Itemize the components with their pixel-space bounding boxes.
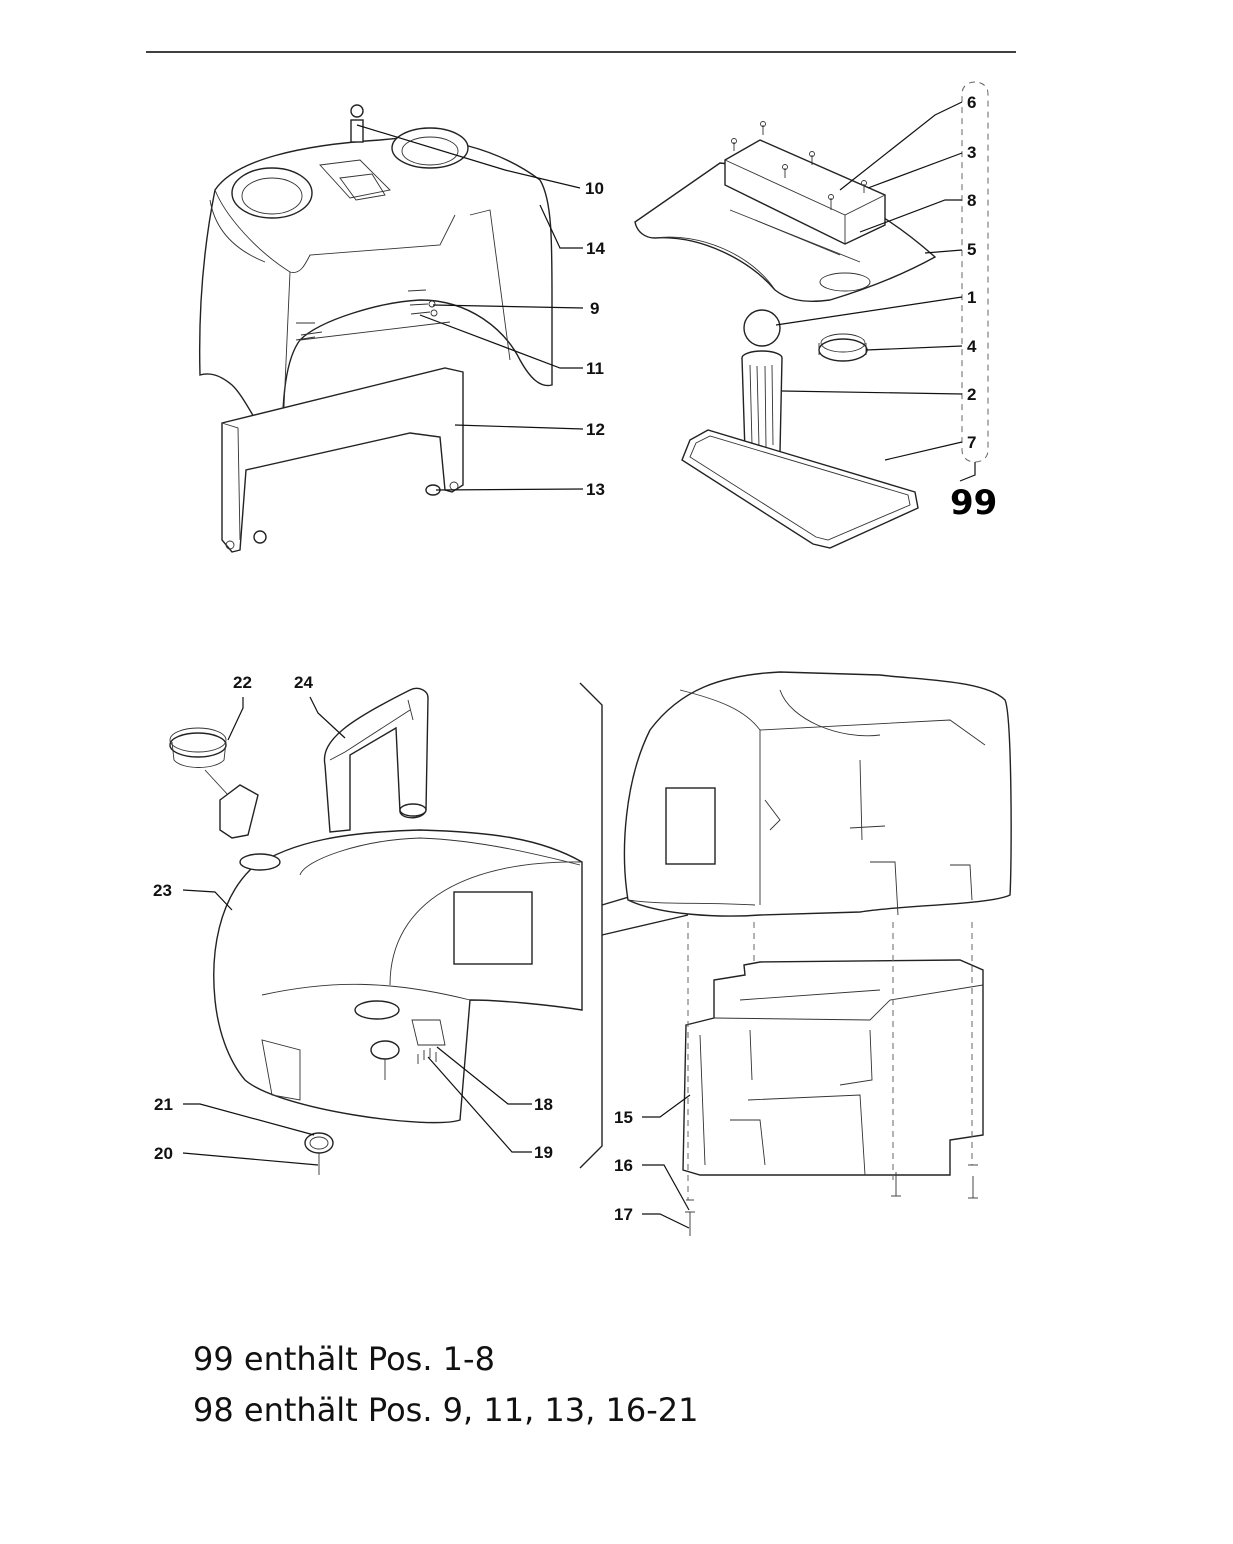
note-assembly-99: 99 enthält Pos. 1-8 <box>193 1340 495 1378</box>
callout-20: 20 <box>154 1144 173 1163</box>
callout-14: 14 <box>586 239 605 258</box>
detail-view-drawing <box>623 671 1012 1236</box>
callout-2: 2 <box>967 385 976 404</box>
callout-17: 17 <box>614 1205 633 1224</box>
leader-lines <box>182 101 976 1229</box>
callout-labels: 10 14 9 11 12 13 6 3 8 5 1 4 2 7 99 22 2… <box>153 93 997 1224</box>
callout-8: 8 <box>967 191 976 210</box>
lid-assembly-drawing <box>634 81 989 549</box>
callout-13: 13 <box>586 480 605 499</box>
callout-22: 22 <box>233 673 252 692</box>
callout-1: 1 <box>967 288 976 307</box>
assembly-99-label: 99 <box>950 483 997 523</box>
housing-hood-drawing <box>198 104 553 553</box>
callout-21: 21 <box>154 1095 173 1114</box>
callout-5: 5 <box>967 240 976 259</box>
callout-3: 3 <box>967 143 976 162</box>
callout-15: 15 <box>614 1108 633 1127</box>
callout-12: 12 <box>586 420 605 439</box>
callout-23: 23 <box>153 881 172 900</box>
callout-10: 10 <box>585 179 604 198</box>
tank-drawing <box>169 682 689 1175</box>
callout-9: 9 <box>590 299 599 318</box>
callout-18: 18 <box>534 1095 553 1114</box>
callout-19: 19 <box>534 1143 553 1162</box>
callout-6: 6 <box>967 93 976 112</box>
callout-4: 4 <box>967 337 977 356</box>
callout-11: 11 <box>586 359 604 378</box>
note-assembly-98: 98 enthält Pos. 9, 11, 13, 16-21 <box>193 1391 699 1429</box>
callout-24: 24 <box>294 673 313 692</box>
callout-7: 7 <box>967 433 976 452</box>
callout-16: 16 <box>614 1156 633 1175</box>
